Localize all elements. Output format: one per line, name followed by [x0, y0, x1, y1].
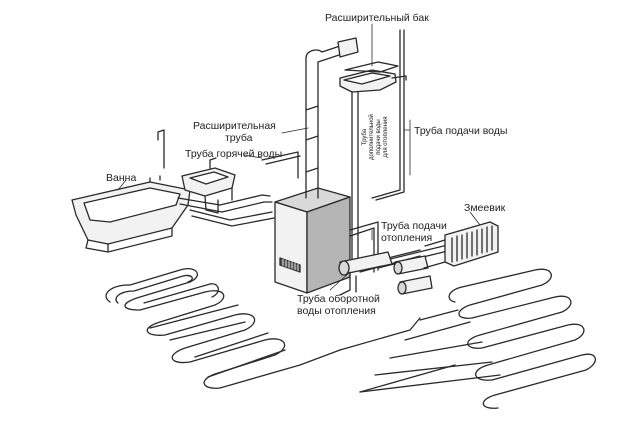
expansion-pipe	[305, 37, 359, 199]
label-heating-supply-line2: отопления	[381, 232, 433, 244]
pump-assembly	[338, 251, 433, 296]
label-expansion-pipe-line1: Расширительная	[193, 120, 276, 132]
sink	[181, 157, 236, 214]
label-bathtub: Ванна	[106, 172, 137, 184]
label-hot-water-pipe: Труба горячей воды	[185, 148, 283, 160]
expansion-tank	[339, 29, 407, 263]
label-return-pipe-line1: Труба оборотной	[297, 293, 380, 305]
leader-lines	[117, 23, 481, 291]
label-extra-supply-line3: подачи воды	[376, 119, 382, 155]
label-extra-supply-pipe: Труба дополнительной подачи воды для ото…	[362, 114, 390, 160]
label-heating-supply-line1: Труба подачи	[381, 220, 447, 232]
label-return-pipe-line2: воды отопления	[297, 305, 376, 317]
hot-water-pipes	[157, 129, 301, 227]
label-extra-supply-line1: Труба	[362, 128, 368, 146]
floor-heating-coil-left	[105, 268, 341, 389]
label-supply-water-pipe: Труба подачи воды	[414, 125, 508, 137]
label-extra-supply-line2: дополнительной	[369, 114, 375, 160]
label-extra-supply-line4: для отопления	[383, 116, 389, 158]
radiator-coil	[423, 221, 499, 269]
floor-heating-coil-right	[339, 268, 596, 409]
boiler	[274, 187, 351, 294]
label-coil: Змеевик	[464, 202, 506, 214]
bathtub	[71, 175, 191, 253]
label-expansion-tank: Расширительный бак	[325, 12, 429, 24]
label-expansion-pipe-line2: труба	[225, 132, 253, 144]
